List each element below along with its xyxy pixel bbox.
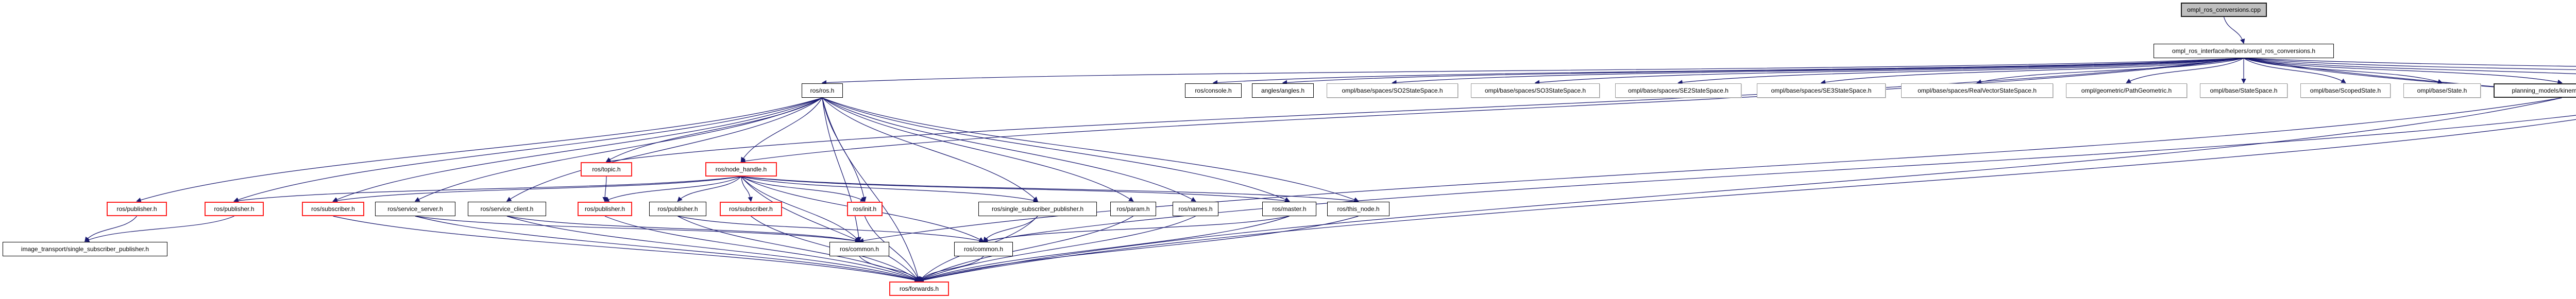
include-edge: [136, 97, 823, 203]
graph-node[interactable]: ros/master.h: [1262, 202, 1316, 216]
graph-node[interactable]: ros/publisher.h: [578, 202, 632, 216]
graph-node[interactable]: ompl/base/spaces/SO2StateSpace.h: [1327, 83, 1458, 98]
graph-node[interactable]: ompl/base/spaces/SO3StateSpace.h: [1471, 83, 1600, 98]
include-edge: [84, 216, 234, 242]
graph-node[interactable]: ros/publisher.h: [649, 202, 706, 216]
include-edge: [822, 97, 1134, 202]
graph-node[interactable]: ompl/base/StateSpace.h: [2200, 83, 2287, 98]
graph-node[interactable]: ros/service_server.h: [375, 202, 455, 216]
include-edge: [506, 216, 860, 243]
graph-node[interactable]: ros/service_client.h: [468, 202, 546, 216]
include-edge: [2126, 58, 2244, 83]
include-edge: [1392, 58, 2244, 85]
include-edge: [1677, 58, 2244, 85]
include-edge: [2243, 58, 2576, 75]
include-edge: [821, 58, 2244, 85]
graph-node[interactable]: ompl/base/spaces/RealVectorStateSpace.h: [1901, 83, 2053, 98]
include-edge: [822, 97, 1290, 202]
include-edge: [983, 216, 1038, 242]
include-edge: [918, 97, 2562, 283]
include-edge: [2243, 58, 2576, 93]
include-edge: [605, 97, 823, 162]
graph-node[interactable]: ros/forwards.h: [889, 282, 949, 296]
include-edge: [2243, 58, 2443, 84]
graph-node[interactable]: ros/single_subscriber_publisher.h: [978, 202, 1097, 216]
graph-node[interactable]: ros/common.h: [829, 242, 889, 256]
include-edge: [84, 216, 137, 242]
include-edge: [982, 115, 2576, 243]
graph-node[interactable]: angles/angles.h: [1252, 83, 1314, 98]
include-edge: [1534, 58, 2244, 85]
include-edge: [740, 176, 753, 202]
graph-node[interactable]: ros/topic.h: [581, 162, 632, 177]
include-edge: [2243, 58, 2576, 71]
graph-node[interactable]: ros/init.h: [847, 202, 883, 216]
include-edge: [332, 176, 741, 203]
include-edge: [740, 58, 2244, 164]
include-edge: [822, 97, 867, 202]
include-edge: [741, 176, 920, 282]
graph-node[interactable]: planning_models/kinematic_model.h: [2494, 83, 2576, 98]
graph-node[interactable]: ompl/base/spaces/SE3StateSpace.h: [1757, 83, 1886, 98]
include-edge: [332, 97, 823, 202]
graph-node[interactable]: ros/console.h: [1185, 83, 1242, 98]
include-edge: [741, 176, 1039, 203]
include-edge: [677, 176, 741, 202]
include-edge: [822, 97, 1359, 202]
include-edge: [2243, 58, 2563, 85]
graph-node[interactable]: ompl/base/State.h: [2403, 83, 2481, 98]
graph-node[interactable]: ros/publisher.h: [205, 202, 264, 216]
graph-node[interactable]: ompl/geometric/PathGeometric.h: [2066, 83, 2187, 98]
include-edge: [918, 216, 1133, 282]
include-edge: [604, 176, 741, 202]
graph-node[interactable]: ros/this_node.h: [1327, 202, 1389, 216]
include-edge: [506, 97, 823, 202]
graph-node[interactable]: ros/publisher.h: [107, 202, 167, 216]
graph-node[interactable]: ros/subscriber.h: [302, 202, 364, 216]
include-edge: [233, 97, 823, 202]
graph-node[interactable]: ros/node_handle.h: [705, 162, 777, 177]
graph-node[interactable]: ros/subscriber.h: [720, 202, 782, 216]
graph-node[interactable]: ros/param.h: [1110, 202, 1156, 216]
graph-node[interactable]: ompl/base/ScopedState.h: [2300, 83, 2391, 98]
graph-node[interactable]: ompl_ros_interface/helpers/ompl_ros_conv…: [2154, 44, 2334, 58]
include-edge: [822, 97, 1039, 202]
include-edge: [822, 97, 1196, 202]
include-edge: [858, 97, 2562, 243]
include-edge: [2243, 58, 2576, 67]
include-edge: [982, 216, 1290, 243]
graph-node[interactable]: image_transport/single_subscriber_publis…: [3, 242, 167, 256]
graph-node[interactable]: ros/common.h: [954, 242, 1013, 256]
root-node[interactable]: ompl_ros_conversions.cpp: [2181, 3, 2267, 17]
include-edge: [918, 119, 2576, 283]
include-edge: [1282, 58, 2244, 85]
include-edge: [1820, 58, 2244, 85]
graph-node[interactable]: ros/ros.h: [802, 83, 843, 98]
include-edge: [602, 176, 607, 202]
include-edge: [415, 216, 860, 243]
include-edge: [414, 97, 823, 202]
include-edge: [605, 58, 2244, 164]
include-edge: [918, 256, 984, 282]
include-edge: [859, 256, 920, 282]
include-edge: [2243, 58, 2346, 83]
include-edge: [740, 97, 823, 163]
include-edge: [677, 216, 985, 243]
include-edge: [233, 176, 741, 203]
include-edge: [741, 176, 1290, 203]
include-edge: [741, 176, 866, 202]
include-edge: [1212, 58, 2244, 85]
include-edge: [1976, 58, 2244, 84]
graph-node[interactable]: ompl/base/spaces/SE2StateSpace.h: [1615, 83, 1741, 98]
include-edge: [741, 176, 1359, 203]
graph-node[interactable]: ros/names.h: [1173, 202, 1218, 216]
include-edge: [822, 97, 861, 242]
include-edge: [2223, 16, 2245, 44]
